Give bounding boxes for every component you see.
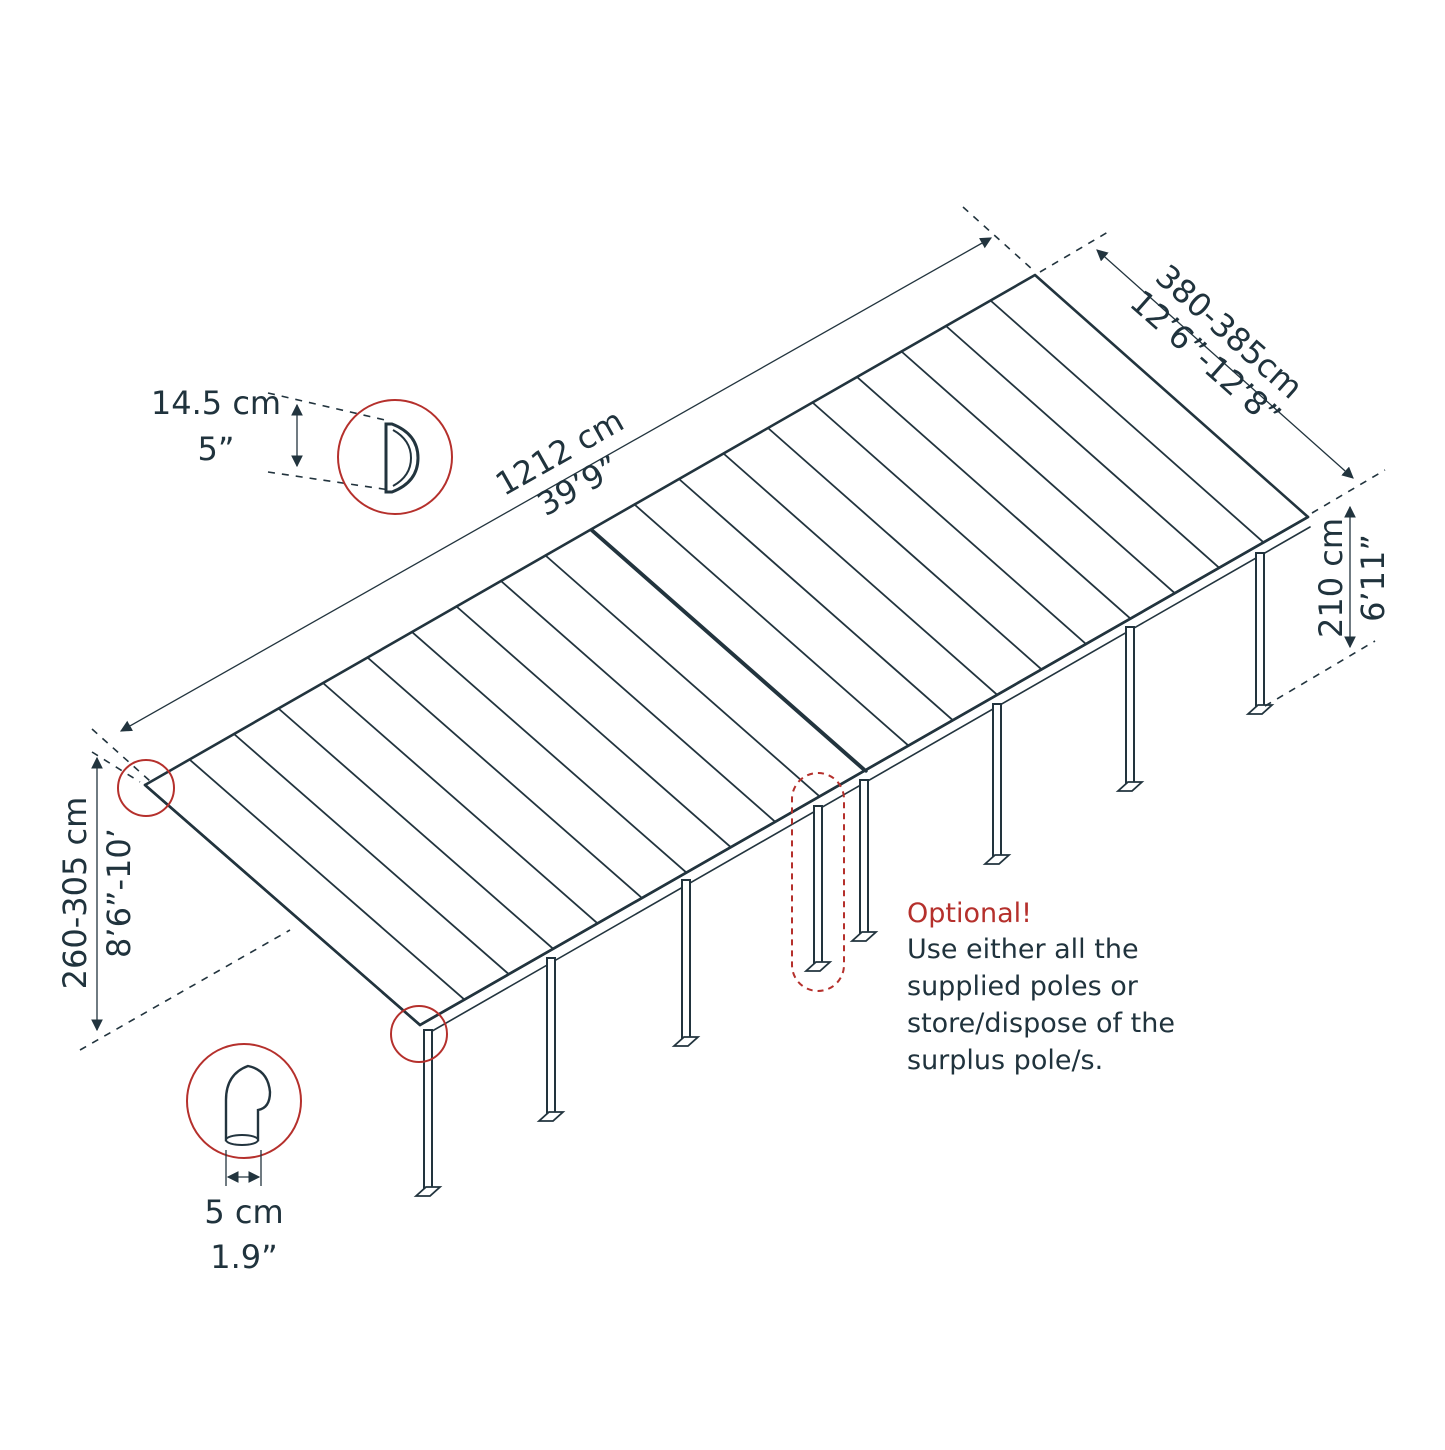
- roof-panel-line: [811, 401, 1087, 645]
- back-height-dimension: 260-305 cm 8’6”-10’: [56, 751, 291, 1051]
- roof-panel-line: [455, 605, 732, 848]
- roof-back-edge: [143, 783, 422, 1027]
- roof-panel-line: [322, 682, 599, 925]
- length-label: 1212 cm 39’9”: [489, 401, 630, 523]
- pole-foot: [849, 931, 879, 942]
- front-beam: [418, 515, 1310, 1027]
- roof-panel-line: [633, 503, 909, 747]
- length-dim-line: [119, 237, 993, 732]
- roof-panel-line: [722, 452, 998, 696]
- roof-panel-line: [900, 350, 1176, 594]
- gutter-profile-icon: [384, 422, 420, 494]
- roof-center-beam: [591, 529, 868, 773]
- back-height-in-text: 8’6”-10’: [100, 828, 138, 958]
- roof-panel-line: [500, 580, 776, 823]
- roof-panel-line: [233, 733, 510, 975]
- pole-profile-icon: [224, 1064, 272, 1142]
- back-height-ext-top: [91, 751, 141, 783]
- width-dim-line: [1096, 249, 1354, 479]
- gutter-cm-text: 14.5 cm: [151, 384, 281, 422]
- roof-panel-line: [856, 376, 1131, 620]
- front-height-dimension: 210 cm 6’11”: [1264, 505, 1392, 707]
- width-dimension: 380-385cm 12’6”-12’8”: [1039, 231, 1386, 514]
- gutter-ext-top: [267, 392, 386, 421]
- roof-panel-line: [945, 325, 1220, 569]
- optional-pole-callout: [791, 772, 845, 992]
- gutter-callout-circle: [337, 399, 453, 515]
- pole-foot: [413, 1186, 443, 1197]
- pole-foot: [1115, 781, 1145, 792]
- roof: [143, 273, 1311, 1035]
- roof-panel-line: [277, 707, 554, 950]
- width-label: 380-385cm 12’6”-12’8”: [1123, 257, 1310, 435]
- optional-note: Optional! Use either all the supplied po…: [907, 898, 1175, 1076]
- note-title: Optional!: [907, 898, 1032, 929]
- support-pole: [546, 957, 556, 1116]
- pole-callout-circle: [186, 1043, 302, 1159]
- width-ext-bottom: [1311, 469, 1386, 514]
- back-corner-callout: [117, 759, 175, 817]
- support-pole: [1255, 552, 1265, 709]
- note-line-4: surplus pole/s.: [907, 1045, 1103, 1076]
- roof-panel-line: [544, 554, 821, 798]
- gutter-detail: 14.5 cm 5”: [151, 384, 453, 515]
- front-corner-callout: [390, 1005, 448, 1063]
- support-pole: [992, 703, 1002, 859]
- pole-in-text: 1.9”: [210, 1238, 277, 1276]
- support-pole: [813, 805, 823, 966]
- note-line-2: supplied poles or: [907, 971, 1139, 1002]
- front-height-ext: [1264, 640, 1376, 707]
- roof-panel-line: [188, 758, 465, 1001]
- note-line-3: store/dispose of the: [907, 1008, 1175, 1039]
- back-height-cm-text: 260-305 cm: [56, 797, 94, 990]
- front-height-label: 210 cm 6’11”: [1312, 518, 1392, 638]
- pole-foot: [982, 854, 1012, 865]
- pole-foot: [536, 1111, 566, 1122]
- pole-foot: [1245, 704, 1275, 715]
- support-poles: [413, 552, 1275, 1197]
- pole-detail: 5 cm 1.9”: [186, 1043, 302, 1276]
- gutter-in-text: 5”: [198, 430, 235, 468]
- roof-panel-line: [366, 656, 643, 899]
- length-ext-right: [962, 206, 1034, 271]
- roof-panel-line: [767, 427, 1043, 671]
- length-dimension: 1212 cm 39’9”: [91, 206, 1034, 782]
- roof-panel-line: [678, 478, 954, 721]
- support-pole: [423, 1029, 433, 1191]
- pole-foot: [671, 1036, 701, 1047]
- back-height-ext-bottom: [79, 929, 291, 1051]
- width-ext-top: [1039, 231, 1109, 273]
- note-line-1: Use either all the: [907, 934, 1139, 965]
- pole-foot: [803, 961, 833, 972]
- front-height-cm-text: 210 cm: [1312, 518, 1350, 638]
- front-height-in-text: 6’11”: [1354, 534, 1392, 622]
- support-pole: [859, 779, 869, 936]
- support-pole: [1125, 626, 1135, 786]
- pole-cm-text: 5 cm: [204, 1193, 283, 1231]
- roof-panel-line: [411, 631, 687, 874]
- support-pole: [681, 879, 691, 1041]
- back-height-label: 260-305 cm 8’6”-10’: [56, 797, 138, 990]
- gutter-ext-bottom: [267, 471, 391, 491]
- length-ext-left: [91, 728, 151, 782]
